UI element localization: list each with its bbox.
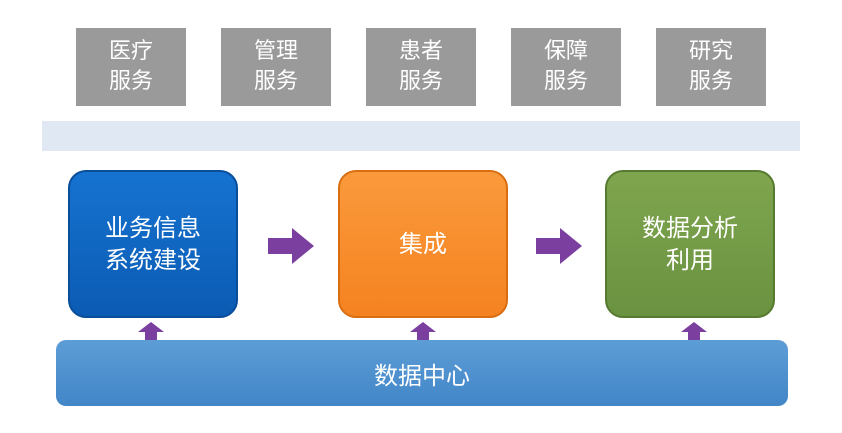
integration-block: 集成 (338, 170, 508, 318)
service-security: 保障 服务 (511, 28, 621, 106)
service-research-line1: 研究 (688, 39, 733, 64)
service-management: 管理 服务 (221, 28, 331, 106)
data-center-bar: 数据中心 (56, 340, 788, 406)
service-medical-line2: 服务 (108, 69, 153, 94)
business-block-line2: 系统建设 (105, 246, 201, 274)
data-analysis-block: 数据分析 利用 (605, 170, 775, 318)
service-management-line2: 服务 (253, 69, 298, 94)
analysis-block-line2: 利用 (666, 246, 714, 274)
service-platform-band (42, 121, 800, 151)
service-patient-line1: 患者 (398, 39, 443, 64)
service-patient: 患者 服务 (366, 28, 476, 106)
service-management-line1: 管理 (253, 39, 298, 64)
service-security-line1: 保障 (543, 39, 588, 64)
arrow-up-icon (681, 322, 707, 342)
service-security-line2: 服务 (543, 69, 588, 94)
business-block-line1: 业务信息 (105, 214, 201, 242)
service-medical-line1: 医疗 (108, 39, 153, 64)
service-medical: 医疗 服务 (76, 28, 186, 106)
analysis-block-line1: 数据分析 (642, 214, 738, 242)
arrow-up-icon (138, 322, 164, 342)
service-research-line2: 服务 (688, 69, 733, 94)
integration-block-label: 集成 (399, 230, 447, 258)
arrow-up-icon (410, 322, 436, 342)
data-center-label: 数据中心 (374, 361, 470, 390)
arrow-right-icon (268, 228, 314, 264)
service-research: 研究 服务 (656, 28, 766, 106)
arrow-right-icon (536, 228, 582, 264)
business-system-block: 业务信息 系统建设 (68, 170, 238, 318)
service-patient-line2: 服务 (398, 69, 443, 94)
